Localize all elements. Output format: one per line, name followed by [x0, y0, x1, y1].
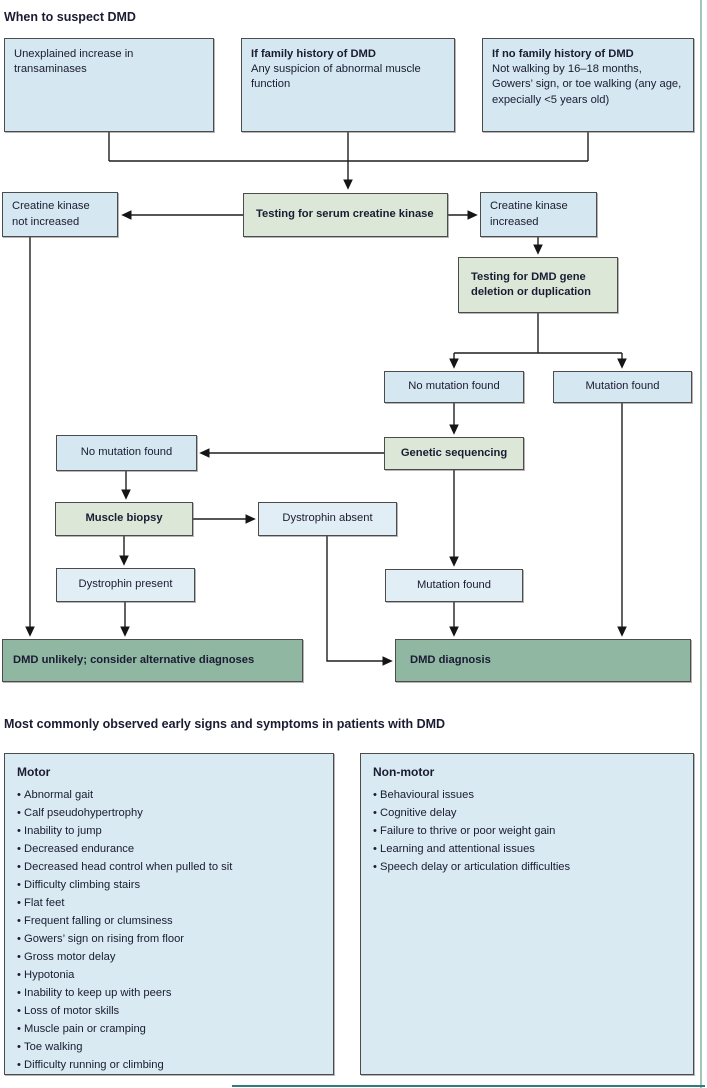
non-motor-symptoms-panel: Non-motor Behavioural issuesCognitive de…	[360, 753, 694, 1075]
list-item: Toe walking	[17, 1038, 321, 1056]
list-item: Cognitive delay	[373, 804, 681, 822]
flow-section-title: When to suspect DMD	[4, 10, 136, 24]
node-text: Creatine kinase increased	[490, 200, 568, 228]
list-item: Hypotonia	[17, 966, 321, 984]
motor-symptom-list: Abnormal gaitCalf pseudohypertrophyInabi…	[17, 786, 321, 1074]
node-text: No mutation found	[408, 380, 500, 393]
list-item: Calf pseudohypertrophy	[17, 804, 321, 822]
list-item: Decreased endurance	[17, 840, 321, 858]
symptoms-section-title: Most commonly observed early signs and s…	[4, 717, 446, 731]
node-text: Not walking by 16–18 months, Gowers’ sig…	[492, 63, 682, 106]
node-text: Mutation found	[585, 380, 660, 393]
node-dmd-unlikely: DMD unlikely; consider alternative diagn…	[2, 639, 303, 682]
list-item: Frequent falling or clumsiness	[17, 912, 321, 930]
node-no-family-history: If no family history of DMD Not walking …	[482, 38, 694, 132]
node-text: Dystrophin absent	[282, 512, 373, 525]
node-mutation-found-1: Mutation found	[553, 371, 692, 403]
motor-symptoms-panel: Motor Abnormal gaitCalf pseudohypertroph…	[4, 753, 334, 1075]
node-title: If no family history of DMD	[492, 48, 634, 60]
list-item: Gross motor delay	[17, 948, 321, 966]
node-ck-not-increased: Creatine kinase not increased	[2, 192, 118, 237]
page-bottom-rule	[232, 1085, 705, 1087]
node-text: Testing for serum creatine kinase	[256, 208, 434, 221]
node-text: DMD unlikely; consider alternative diagn…	[13, 653, 255, 666]
node-gene-testing: Testing for DMD gene deletion or duplica…	[458, 257, 618, 313]
page-right-rule	[700, 0, 702, 1088]
list-item: Behavioural issues	[373, 786, 681, 804]
list-item: Speech delay or articulation difficultie…	[373, 858, 681, 876]
list-item: Difficulty climbing stairs	[17, 876, 321, 894]
node-text: Testing for DMD gene deletion or duplica…	[471, 270, 591, 298]
node-text: DMD diagnosis	[410, 653, 491, 666]
list-item: Muscle pain or cramping	[17, 1020, 321, 1038]
node-text: Creatine kinase not increased	[12, 200, 90, 228]
node-no-mutation-found-1: No mutation found	[384, 371, 524, 403]
list-item: Abnormal gait	[17, 786, 321, 804]
node-ck-testing: Testing for serum creatine kinase	[243, 193, 448, 237]
node-text: Any suspicion of abnormal muscle functio…	[251, 63, 421, 91]
motor-heading: Motor	[17, 765, 51, 779]
node-text: Genetic sequencing	[400, 446, 508, 459]
list-item: Flat feet	[17, 894, 321, 912]
node-family-history: If family history of DMD Any suspicion o…	[241, 38, 455, 132]
node-dystrophin-present: Dystrophin present	[56, 568, 195, 602]
list-item: Gowers’ sign on rising from floor	[17, 930, 321, 948]
node-dystrophin-absent: Dystrophin absent	[258, 502, 397, 536]
list-item: Decreased head control when pulled to si…	[17, 858, 321, 876]
list-item: Inability to keep up with peers	[17, 984, 321, 1002]
list-item: Failure to thrive or poor weight gain	[373, 822, 681, 840]
node-genetic-sequencing: Genetic sequencing	[384, 437, 524, 470]
list-item: Learning and attentional issues	[373, 840, 681, 858]
node-text: Dystrophin present	[78, 578, 173, 591]
non-motor-heading: Non-motor	[373, 765, 435, 779]
node-dmd-diagnosis: DMD diagnosis	[395, 639, 691, 682]
node-ck-increased: Creatine kinase increased	[480, 192, 597, 237]
node-no-mutation-found-2: No mutation found	[56, 435, 197, 471]
list-item: Difficulty running or climbing	[17, 1056, 321, 1074]
node-text: Muscle biopsy	[85, 512, 163, 525]
node-text: Unexplained increase in transaminases	[14, 48, 134, 76]
node-text: No mutation found	[80, 446, 173, 459]
node-title: If family history of DMD	[251, 48, 376, 60]
list-item: Inability to jump	[17, 822, 321, 840]
node-unexplained-transaminases: Unexplained increase in transaminases	[4, 38, 214, 132]
list-item: Loss of motor skills	[17, 1002, 321, 1020]
node-mutation-found-2: Mutation found	[385, 569, 523, 602]
node-muscle-biopsy: Muscle biopsy	[55, 502, 193, 536]
node-text: Mutation found	[416, 578, 491, 591]
non-motor-symptom-list: Behavioural issuesCognitive delayFailure…	[373, 786, 681, 876]
